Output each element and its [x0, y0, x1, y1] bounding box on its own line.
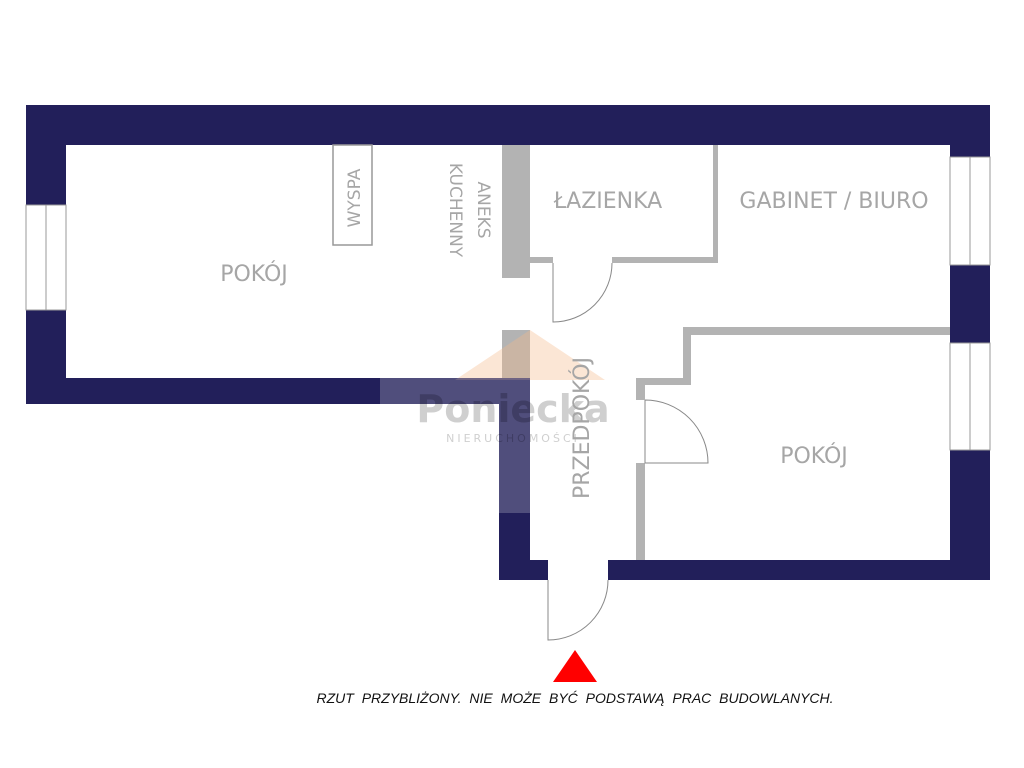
room-label-office: GABINET / BIURO — [739, 189, 928, 214]
entrance-marker-icon — [553, 650, 597, 682]
kitchen-label-line2: KUCHENNY — [445, 163, 465, 258]
room-label-living: POKÓJ — [220, 261, 288, 287]
windows — [25, 156, 991, 451]
bedroom-door — [644, 399, 709, 464]
island-counter — [332, 144, 373, 246]
watermark-sub: NIERUCHOMOŚCI — [446, 432, 580, 445]
room-label-hallway: PRZEDPOKÓJ — [569, 357, 595, 499]
watermark-brand: Poniecka — [416, 387, 609, 431]
room-label-bedroom: POKÓJ — [780, 443, 848, 469]
bathroom-door — [552, 262, 613, 323]
watermark: Poniecka NIERUCHOMOŚCI — [380, 330, 610, 513]
partitions — [502, 145, 950, 560]
doors — [547, 262, 709, 641]
entrance-door — [547, 579, 609, 641]
room-label-bathroom: ŁAZIENKA — [553, 189, 662, 214]
island-label: WYSPA — [345, 168, 365, 227]
kitchen-label-line1: ANEKS — [473, 181, 493, 238]
disclaimer-caption: RZUT PRZYBLIŻONY. NIE MOŻE BYĆ PODSTAWĄ … — [316, 690, 834, 706]
